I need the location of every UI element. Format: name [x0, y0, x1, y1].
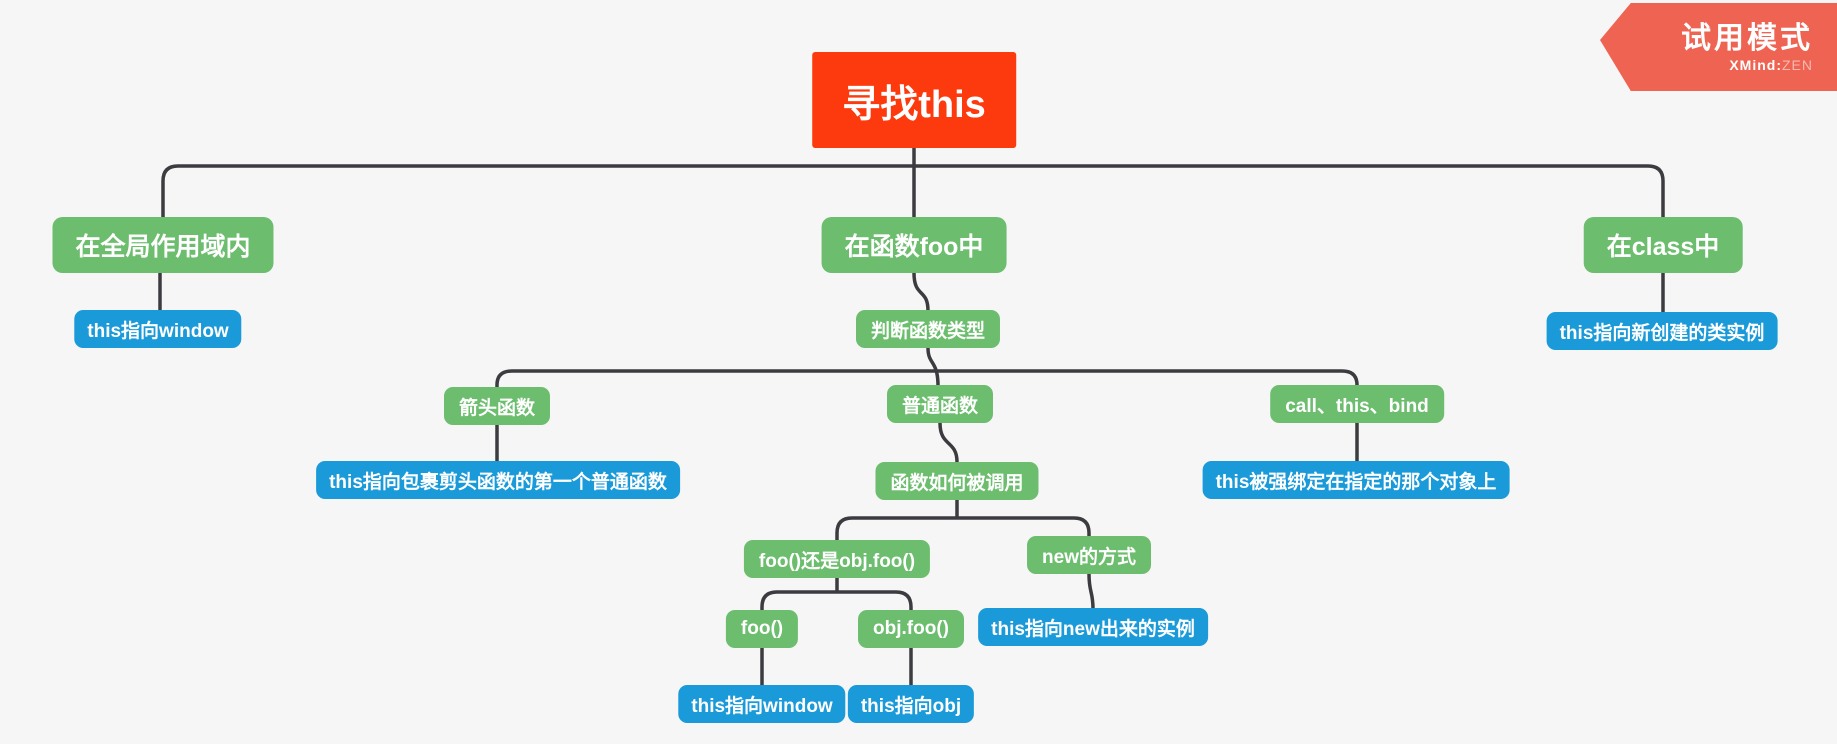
connector-line	[760, 590, 913, 611]
node-arrow-function[interactable]: 箭头函数	[443, 387, 551, 425]
node-foo-or-objfoo[interactable]: foo()还是obj.foo()	[743, 540, 931, 578]
connector-line	[938, 422, 959, 463]
connector-line	[926, 347, 940, 387]
node-global-this-window[interactable]: this指向window	[74, 310, 242, 348]
node-in-class[interactable]: 在class中	[1583, 217, 1743, 273]
node-foo-call[interactable]: foo()	[725, 610, 799, 648]
node-arrow-this[interactable]: this指向包裹剪头函数的第一个普通函数	[316, 461, 680, 499]
node-new-way[interactable]: new的方式	[1027, 536, 1151, 574]
brand-colon: :	[1776, 56, 1782, 73]
node-root[interactable]: 寻找this	[812, 52, 1016, 148]
brand-xmind: XMind	[1729, 56, 1777, 73]
trial-mode-badge[interactable]: 试用模式 XMind:ZEN	[1600, 3, 1837, 91]
connector-line	[161, 164, 1665, 217]
node-in-function-foo[interactable]: 在函数foo中	[821, 217, 1007, 273]
connector-line	[835, 516, 1091, 541]
node-judge-function-type[interactable]: 判断函数类型	[855, 310, 1001, 348]
node-how-called[interactable]: 函数如何被调用	[875, 462, 1039, 500]
node-call-this-bind[interactable]: call、this、bind	[1270, 385, 1444, 423]
node-objfoo-call[interactable]: obj.foo()	[858, 610, 964, 648]
node-foo-this-window[interactable]: this指向window	[678, 685, 846, 723]
connector-line	[912, 272, 930, 312]
node-objfoo-this-obj[interactable]: this指向obj	[847, 685, 975, 723]
node-global-scope[interactable]: 在全局作用域内	[52, 217, 274, 273]
node-class-this-instance[interactable]: this指向新创建的类实例	[1546, 312, 1778, 350]
brand-zen: ZEN	[1782, 56, 1813, 73]
node-new-this-instance[interactable]: this指向new出来的实例	[978, 608, 1208, 646]
node-bind-this[interactable]: this被强绑定在指定的那个对象上	[1202, 461, 1510, 499]
brand-label: XMind:ZEN	[1729, 57, 1813, 73]
connector-line	[1087, 573, 1095, 610]
connector-line	[495, 369, 1359, 388]
node-normal-function[interactable]: 普通函数	[886, 385, 994, 423]
trial-mode-label: 试用模式	[1681, 21, 1813, 55]
